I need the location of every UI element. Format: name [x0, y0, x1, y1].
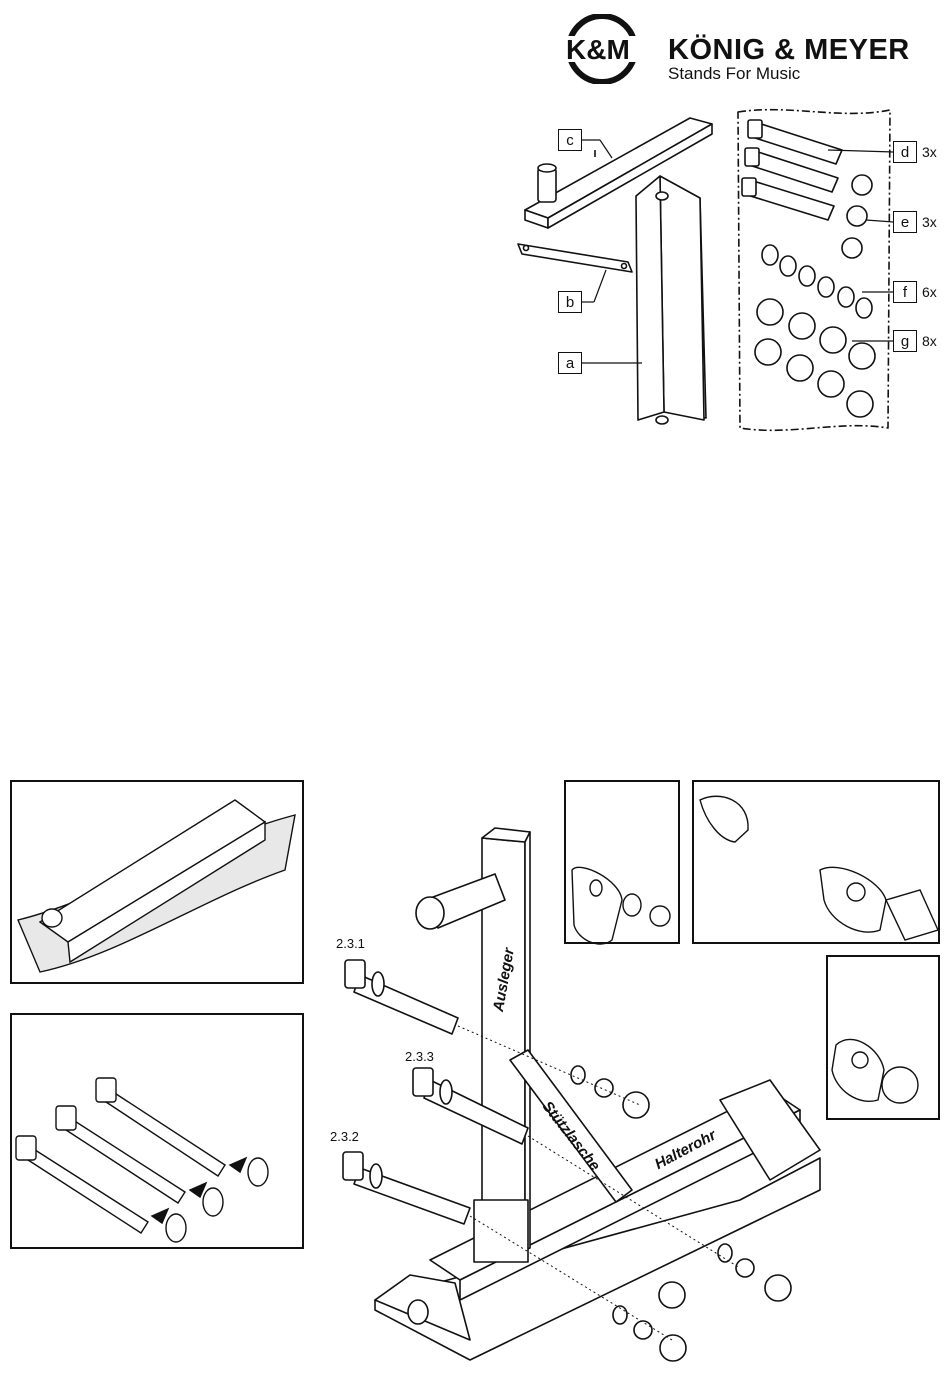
detail-frame-nut — [564, 780, 680, 944]
detail-frame-tube — [10, 780, 304, 984]
detail-frame-cap — [826, 955, 940, 1120]
part-label-a: a — [558, 352, 582, 374]
part-label-c: c — [558, 129, 582, 151]
step-label-2-3-2: 2.3.2 — [330, 1129, 359, 1144]
part-qty-e: 3x — [922, 214, 937, 230]
part-label-g: g — [893, 330, 917, 352]
part-qty-f: 6x — [922, 284, 937, 300]
part-qty-g: 8x — [922, 333, 937, 349]
part-label-e: e — [893, 211, 917, 233]
part-qty-d: 3x — [922, 144, 937, 160]
step-label-2-3-1: 2.3.1 — [336, 936, 365, 951]
part-label-f: f — [893, 281, 917, 303]
detail-frame-wrench — [692, 780, 940, 944]
part-label-b: b — [558, 291, 582, 313]
part-label-d: d — [893, 141, 917, 163]
detail-frame-bolts — [10, 1013, 304, 1249]
step-label-2-3-3: 2.3.3 — [405, 1049, 434, 1064]
